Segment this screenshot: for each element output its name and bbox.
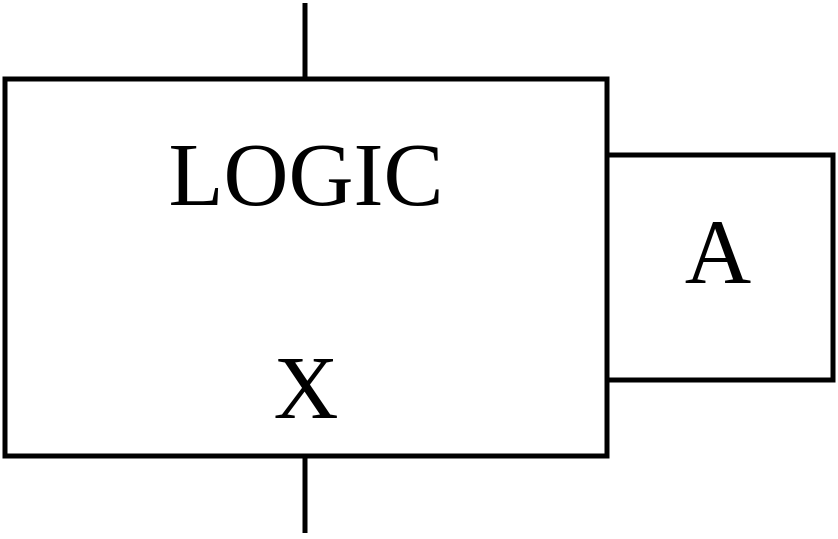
side-block [607, 152, 836, 383]
main-block-sublabel: X [274, 339, 339, 438]
side-block-label: A [685, 201, 751, 303]
main-block-title: LOGIC [169, 126, 444, 225]
